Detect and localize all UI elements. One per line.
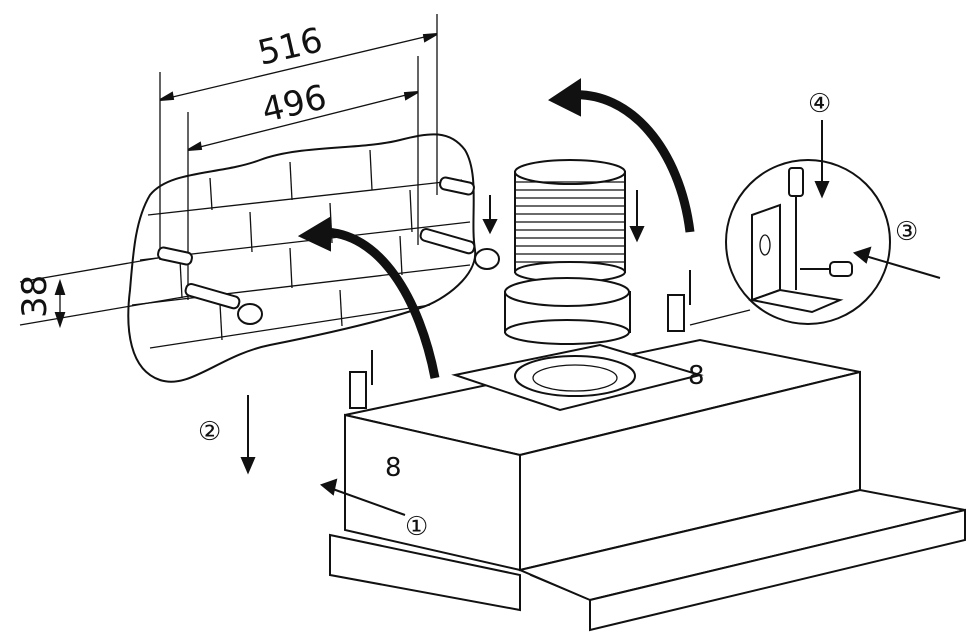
curved-arrow-left-icon [297, 216, 440, 379]
down-arrow-icon [482, 195, 498, 235]
down-arrow-icon [629, 190, 645, 243]
dimension-516-label: 516 [254, 20, 326, 74]
step-3-label: ③ [895, 217, 918, 247]
plate-marker-label: 8 [688, 361, 705, 391]
detail-inset [689, 120, 941, 326]
step1-arrow-icon [319, 478, 406, 516]
wall-screw-top-right [439, 176, 475, 196]
dimension-lines [19, 14, 438, 329]
duct-collar [504, 277, 631, 345]
flexible-duct [514, 159, 626, 283]
cooker-hood [329, 270, 966, 632]
wall-screw-top-left [157, 246, 193, 266]
wall-screw-bottom-right [419, 227, 500, 270]
step-1-label: ① [405, 512, 428, 542]
curved-arrow-top-icon [548, 78, 695, 233]
dimension-38-label: 38 [15, 275, 55, 318]
step2-arrow-icon [240, 395, 256, 475]
dimension-496-label: 496 [258, 77, 330, 131]
step-4-label: ④ [808, 89, 831, 119]
side-marker-label: 8 [385, 453, 402, 483]
step-2-label: ② [198, 417, 221, 447]
wall-screw-bottom-left [184, 282, 263, 325]
